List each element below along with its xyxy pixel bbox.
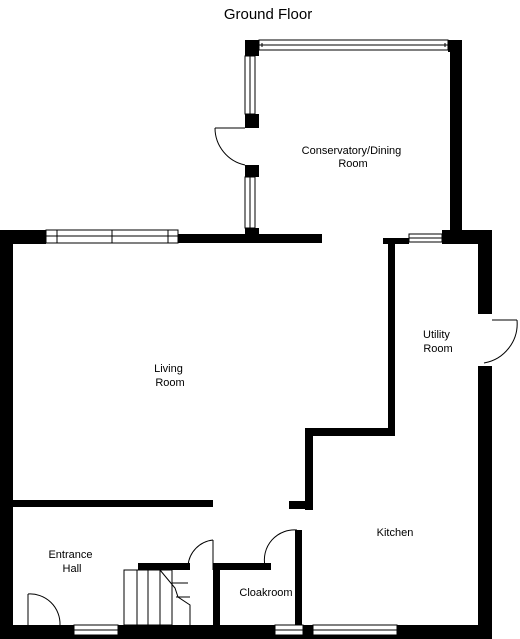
- doors: [27, 127, 518, 626]
- windows: [45, 39, 449, 636]
- room-label-entrance: Entrance Hall: [48, 549, 95, 575]
- room-label-kitchen: Kitchen: [377, 527, 414, 539]
- room-label-conservatory: Conservatory/Dining Room: [302, 145, 405, 170]
- room-label-living: Living Room: [154, 363, 186, 389]
- room-label-utility: Utility Room: [423, 329, 453, 355]
- room-label-cloakroom: Cloakroom: [239, 587, 292, 599]
- plan-title: Ground Floor: [224, 6, 312, 23]
- stairs: [123, 569, 191, 626]
